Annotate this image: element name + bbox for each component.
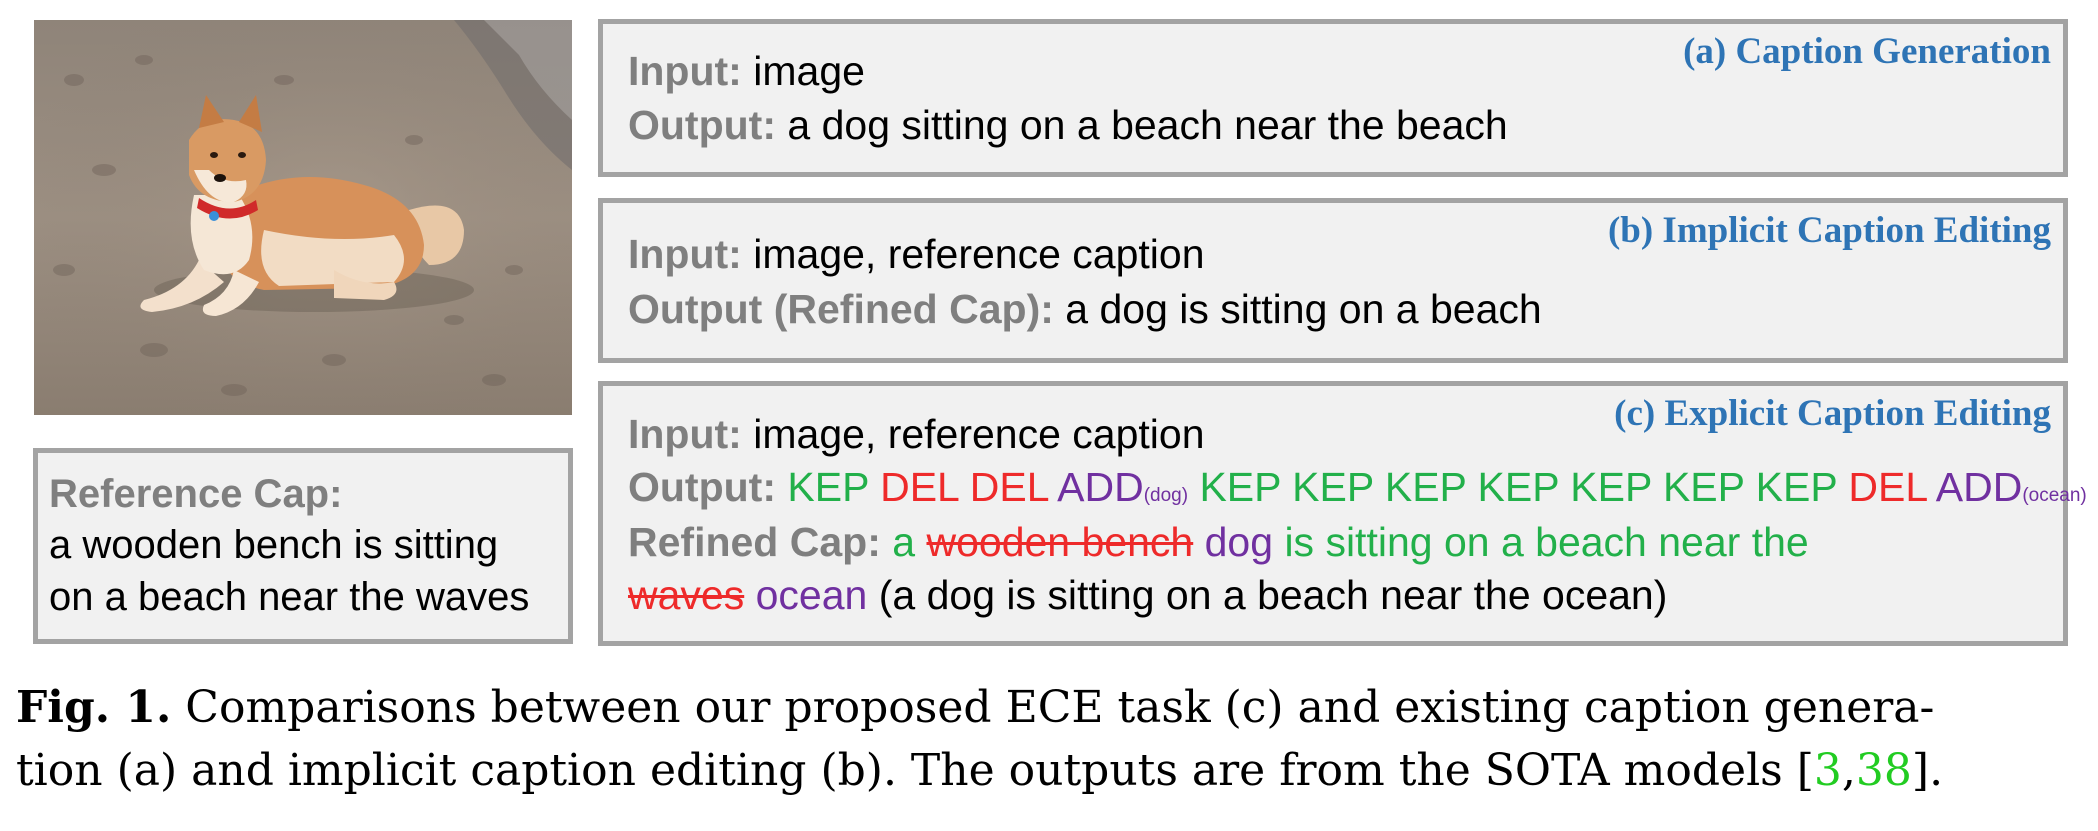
panel-implicit-caption-editing: (b) Implicit Caption Editing Input: imag… [598, 198, 2068, 363]
dog-beach-photo [34, 20, 572, 415]
panel-b-title: (b) Implicit Caption Editing [1607, 210, 2051, 251]
panel-explicit-caption-editing: (c) Explicit Caption Editing Input: imag… [598, 381, 2087, 646]
citation-link-38[interactable]: 38 [1855, 745, 1912, 796]
citation-separator: , [1841, 745, 1856, 796]
panel-c-refined-label: Refined Cap: [628, 519, 881, 565]
panel-c-input-row: Input: image, reference caption [628, 411, 1205, 458]
reference-caption-label: Reference Cap: [49, 472, 343, 516]
panel-b-output-value: a dog is sitting on a beach [1065, 286, 1542, 332]
refined-line1-segment-kep: a [892, 519, 916, 565]
op-kep: KEP [1744, 464, 1837, 510]
figure-caption-end: ]. [1911, 745, 1944, 796]
citation-link-3[interactable]: 3 [1813, 745, 1842, 796]
panel-c-output-row: Output: KEP DEL DEL ADD(dog) KEP KEP KEP… [628, 464, 2087, 511]
refined-line1-segment-strike: wooden bench [926, 519, 1194, 565]
op-kep: KEP [1280, 464, 1374, 510]
figure-caption-line1: Fig. 1. Comparisons between our proposed… [16, 682, 1934, 733]
refined-line2-segment-add: ocean [755, 572, 868, 618]
op-kep: KEP [1373, 464, 1467, 510]
panel-a-output-label: Output: [628, 102, 776, 148]
edit-operation-sequence: KEP DEL DEL ADD(dog) KEP KEP KEP KEP KEP… [787, 464, 2086, 510]
panel-a-output-value: a dog sitting on a beach near the beach [787, 102, 1508, 148]
op-kep: KEP [1558, 464, 1652, 510]
op-add-word: (dog) [1143, 485, 1189, 506]
reference-caption-line2: on a beach near the waves [49, 575, 530, 619]
panel-c-output-label: Output: [628, 464, 776, 510]
figure-caption-text1: Comparisons between our proposed ECE tas… [185, 682, 1935, 733]
panel-a-input-row: Input: image [628, 48, 865, 95]
op-add-word: (ocean) [2022, 485, 2087, 506]
refined-line1-segment-kep: is sitting on a beach near the [1284, 519, 1809, 565]
panel-c-refined-row: Refined Cap: a wooden bench dog is sitti… [628, 519, 1809, 566]
panel-c-input-value: image, reference caption [753, 411, 1205, 457]
op-del: DEL [868, 464, 959, 510]
figure-caption-text2: tion (a) and implicit caption editing (b… [16, 745, 1814, 796]
refined-caption-line2: waves ocean (a dog is sitting on a beach… [628, 572, 1667, 619]
panel-c-input-label: Input: [628, 411, 742, 457]
panel-a-input-value: image [753, 48, 865, 94]
op-add: ADD [1047, 464, 1144, 510]
figure-label: Fig. 1. [16, 682, 172, 733]
reference-caption-line1: a wooden bench is sitting [49, 523, 499, 567]
figure-caption-line2: tion (a) and implicit caption editing (b… [16, 745, 1943, 796]
op-kep: KEP [1466, 464, 1559, 510]
panel-caption-generation: (a) Caption Generation Input: image Outp… [598, 19, 2068, 177]
reference-caption-box: Reference Cap: a wooden bench is sitting… [33, 448, 573, 644]
panel-c-title: (c) Explicit Caption Editing [1614, 393, 2051, 434]
panel-a-output-row: Output: a dog sitting on a beach near th… [628, 102, 1508, 149]
panel-a-input-label: Input: [628, 48, 742, 94]
op-add: ADD [1926, 464, 2023, 510]
panel-b-input-label: Input: [628, 231, 742, 277]
refined-caption-line1: a wooden bench dog is sitting on a beach… [892, 519, 1808, 565]
refined-line2-segment-strike: waves [628, 572, 745, 618]
refined-line2-segment-plain: (a dog is sitting on a beach near the oc… [878, 572, 1668, 618]
panel-b-output-row: Output (Refined Cap): a dog is sitting o… [628, 286, 1542, 333]
op-kep: KEP [1188, 464, 1281, 510]
refined-line1-segment-add: dog [1204, 519, 1274, 565]
op-kep: KEP [1651, 464, 1745, 510]
op-kep: KEP [787, 464, 869, 510]
panel-a-title: (a) Caption Generation [1683, 31, 2051, 72]
panel-b-input-row: Input: image, reference caption [628, 231, 1205, 278]
op-del: DEL [958, 464, 1048, 510]
panel-b-input-value: image, reference caption [753, 231, 1205, 277]
panel-b-output-label: Output (Refined Cap): [628, 286, 1054, 332]
op-del: DEL [1836, 464, 1927, 510]
